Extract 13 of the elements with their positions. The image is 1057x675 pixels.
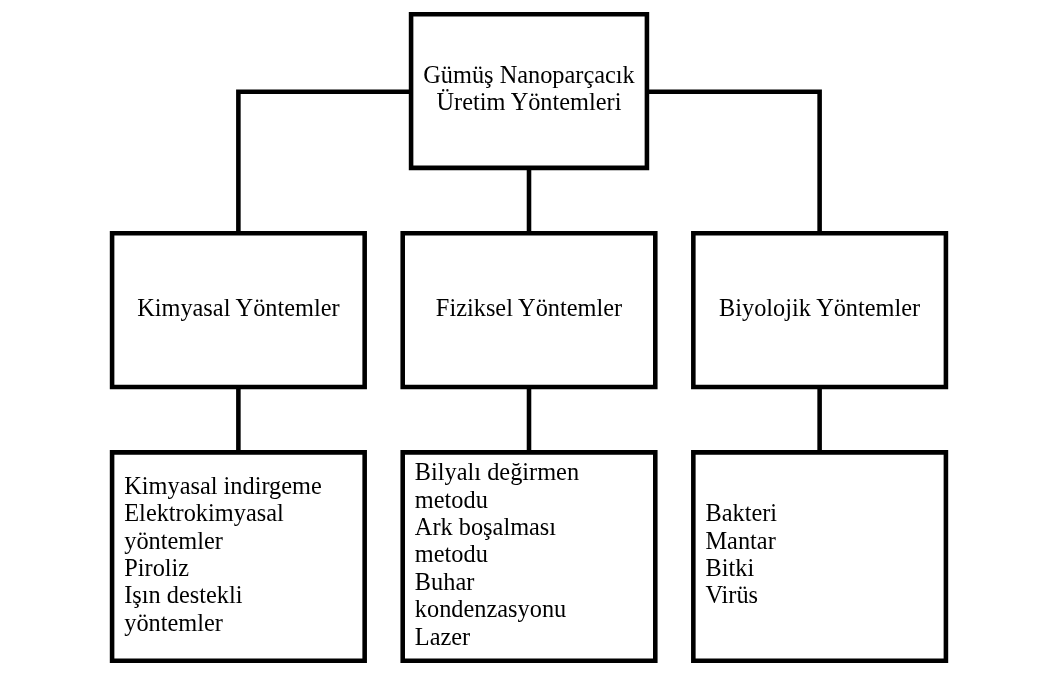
connector — [646, 89, 822, 234]
connector — [816, 387, 822, 452]
connector — [526, 387, 531, 452]
connector — [526, 168, 531, 233]
connector — [235, 89, 411, 234]
node-box: Bilyalı değirmen metodu Ark boşalması metodu Buhar kondenzasyonu Lazer — [399, 450, 658, 664]
node-box: Kimyasal indirgeme Elektrokimyasal yöntemler Piroliz Işın destekli yöntemler — [109, 450, 367, 664]
node-box: Kimyasal Yöntemler — [109, 231, 367, 390]
node-box: Biyolojik Yöntemler — [690, 231, 948, 390]
node-box: Fiziksel Yöntemler — [399, 231, 658, 390]
node-box: Bakteri Mantar Bitki Virüs — [690, 450, 948, 664]
node-box: Gümüş Nanoparçacık Üretim Yöntemleri — [408, 11, 649, 171]
connector — [235, 387, 241, 452]
